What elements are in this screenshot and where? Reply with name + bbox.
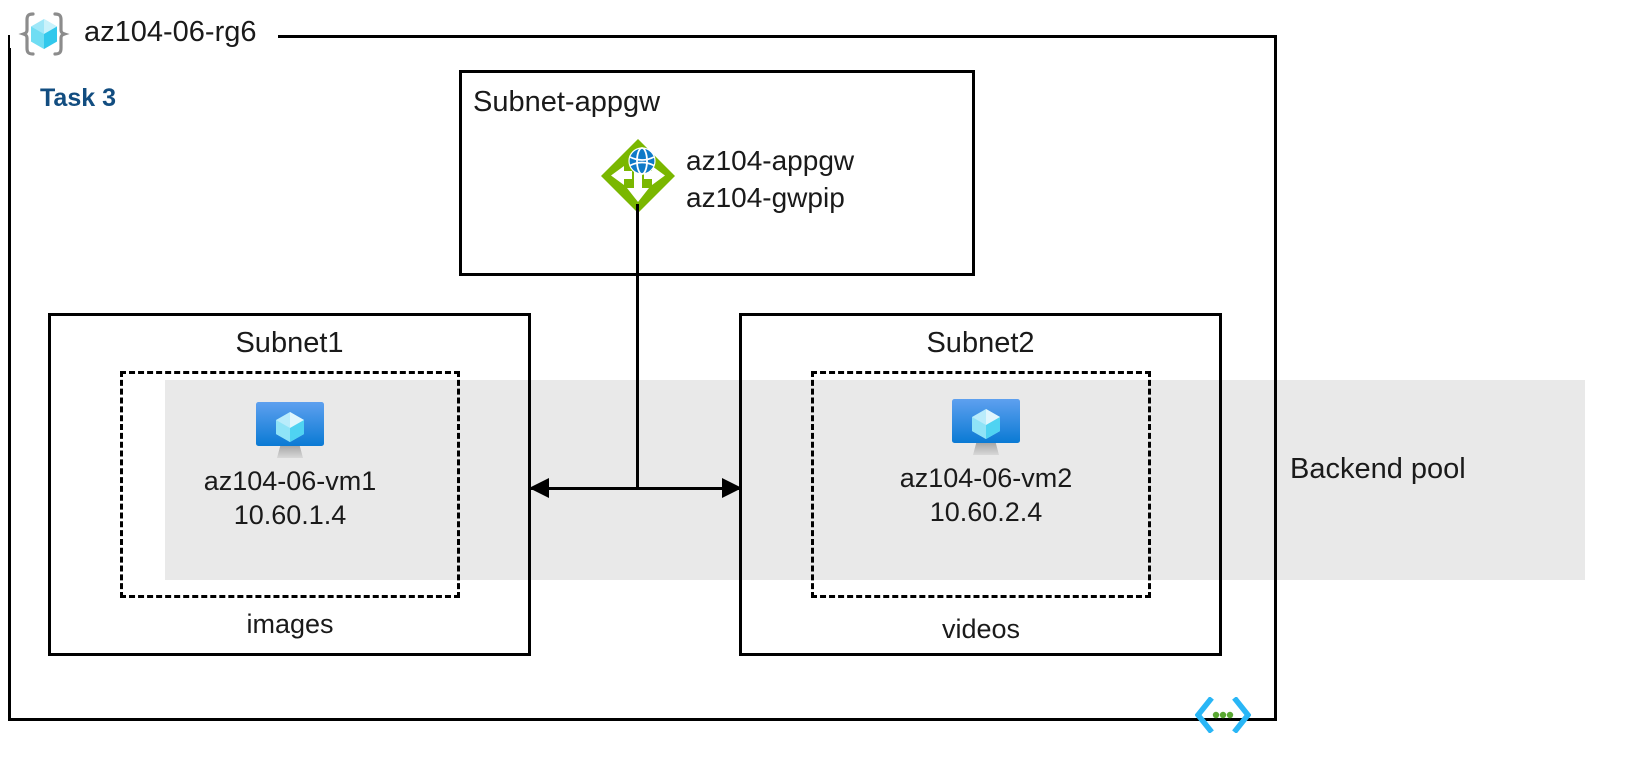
resource-group-boundary xyxy=(8,35,1277,721)
arrow-head-right-icon xyxy=(722,478,742,498)
backend-pool-label: Backend pool xyxy=(1290,453,1466,485)
code-brackets-icon xyxy=(1194,696,1252,734)
subnet1-tier-box xyxy=(120,371,460,598)
resource-group-cube-icon xyxy=(18,8,70,60)
virtual-machine-icon xyxy=(952,399,1020,455)
backend-pool-band xyxy=(165,380,1585,580)
subnet2-tier-label: videos xyxy=(941,614,1021,644)
vm2-name: az104-06-vm2 xyxy=(899,463,1073,493)
appgw-public-ip-name: az104-gwpip xyxy=(686,182,845,213)
subnet1-tier-label: images xyxy=(246,609,334,639)
subnet1-box xyxy=(48,313,531,656)
vm1-node: az104-06-vm1 10.60.1.4 xyxy=(190,400,390,532)
vm1-ip: 10.60.1.4 xyxy=(233,500,347,530)
application-gateway-labels: az104-appgw az104-gwpip xyxy=(686,142,854,216)
gateway-connector-line xyxy=(636,204,639,489)
appgw-resource-name: az104-appgw xyxy=(686,145,855,176)
subnet2-box xyxy=(739,313,1222,656)
vm2-ip: 10.60.2.4 xyxy=(929,497,1043,527)
subnet1-title: Subnet1 xyxy=(235,327,344,359)
subnet2-tier-box xyxy=(811,371,1151,598)
subnet-link-line xyxy=(531,487,740,490)
vm1-name: az104-06-vm1 xyxy=(203,466,377,496)
application-gateway-icon xyxy=(598,136,678,216)
subnet2-title: Subnet2 xyxy=(926,327,1035,359)
resource-group-title: az104-06-rg6 xyxy=(84,16,257,48)
vm2-node: az104-06-vm2 10.60.2.4 xyxy=(886,397,1086,529)
arrow-head-left-icon xyxy=(529,478,549,498)
subnet-appgw-box xyxy=(459,70,975,276)
task-label: Task 3 xyxy=(40,84,116,112)
virtual-machine-icon xyxy=(256,402,324,458)
subnet-appgw-title: Subnet-appgw xyxy=(473,86,661,118)
